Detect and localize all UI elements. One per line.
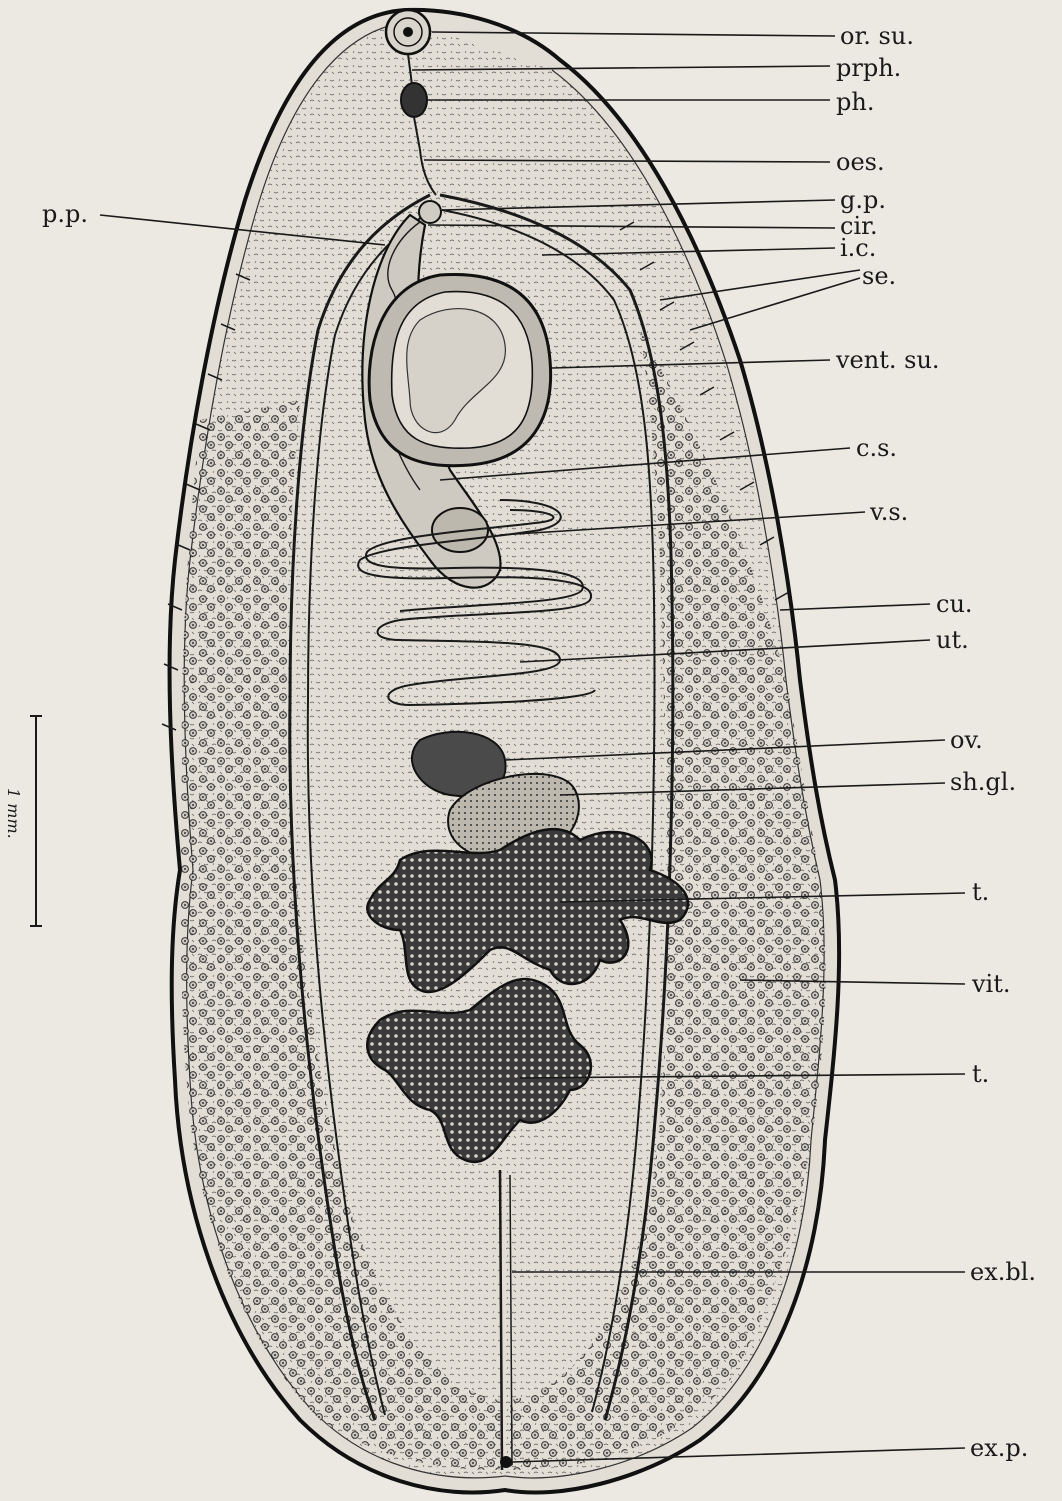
label-testis-1: t. <box>972 878 989 906</box>
ventral-sucker <box>369 274 551 465</box>
label-prepharynx: prph. <box>836 54 901 82</box>
label-shell-gland: sh.gl. <box>950 768 1016 796</box>
label-testis-2: t. <box>972 1060 989 1088</box>
scale-bar-label: 1 mm. <box>4 788 23 839</box>
label-intestinal-caecum: i.c. <box>840 234 876 262</box>
excretory-pore <box>500 1456 512 1468</box>
label-spines: se. <box>862 262 896 290</box>
label-cuticle: cu. <box>936 590 973 618</box>
oral-sucker <box>386 10 430 54</box>
scale-bar: 1 mm. <box>4 716 42 926</box>
label-pharynx: ph. <box>836 88 874 116</box>
label-seminal-vesicle: v.s. <box>869 498 908 526</box>
label-uterus: ut. <box>936 626 969 654</box>
label-ovary: ov. <box>950 726 983 754</box>
label-excretory-bladder: ex.bl. <box>970 1258 1036 1286</box>
pharynx <box>401 83 427 117</box>
label-oral-sucker: or. su. <box>840 22 914 50</box>
label-ventral-sucker: vent. su. <box>835 346 940 374</box>
label-cirrus-sac: c.s. <box>856 434 897 462</box>
label-genital-pore: g.p. <box>840 186 886 214</box>
label-excretory-pore: ex.p. <box>970 1434 1028 1462</box>
genital-pore <box>419 201 441 223</box>
label-vitellaria: vit. <box>971 970 1011 998</box>
label-oesophagus: oes. <box>836 148 885 176</box>
label-prostate-pars: p.p. <box>42 200 88 228</box>
